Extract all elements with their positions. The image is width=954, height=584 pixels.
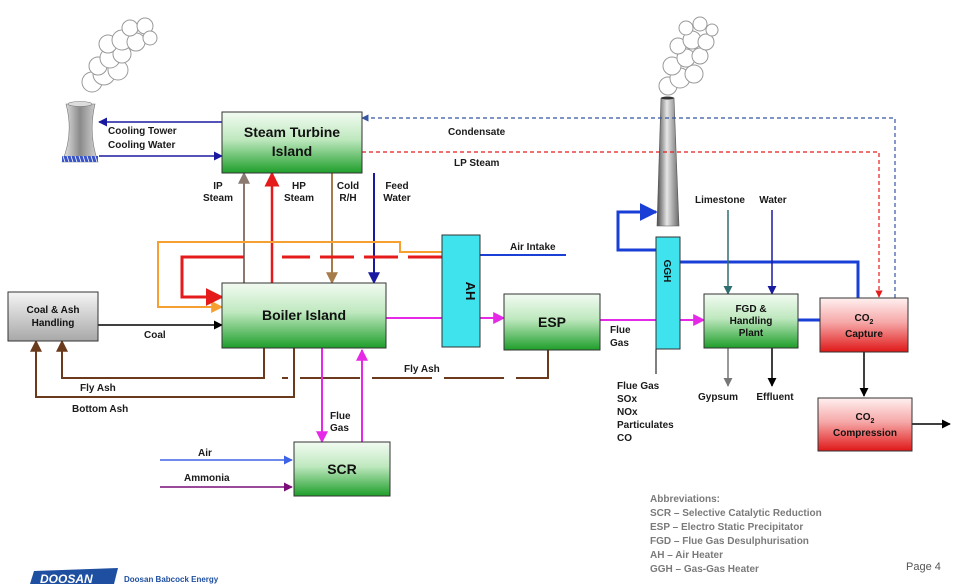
boiler-island-box[interactable]: Boiler Island	[222, 283, 386, 348]
hp-steam-label-1: HP	[292, 181, 306, 192]
esp-box[interactable]: ESP	[504, 294, 600, 350]
emissions-item: NOx	[617, 407, 638, 418]
fgd-label-2: Handling	[730, 316, 773, 327]
cooling-tower-steam-cloud-icon	[82, 18, 157, 92]
co2-compression-label: Compression	[833, 428, 897, 439]
lp-steam-flow-line	[362, 152, 879, 297]
emissions-item: Flue Gas	[617, 381, 660, 392]
steam-turbine-island-box[interactable]: Steam Turbine Island	[222, 112, 362, 173]
cold-rh-label-1: Cold	[337, 181, 359, 192]
fly-ash-right-label: Fly Ash	[404, 364, 440, 375]
bottom-ash-label: Bottom Ash	[72, 404, 128, 415]
co2-capture-label: Capture	[845, 329, 883, 340]
air-label: Air	[198, 448, 212, 459]
ip-steam-label-1: IP	[213, 181, 223, 192]
effluent-label: Effluent	[756, 392, 794, 403]
esp-label: ESP	[538, 314, 566, 330]
coal-ash-label-2: Handling	[32, 318, 75, 329]
abbreviations-title: Abbreviations:	[650, 494, 720, 505]
air-heater-box[interactable]: AH	[442, 235, 480, 347]
coal-label: Coal	[144, 330, 166, 341]
abbreviation-item: AH – Air Heater	[650, 550, 723, 561]
scr-flue-gas-label-1: Flue	[330, 411, 351, 422]
clean-gas-to-stack-line	[618, 212, 656, 250]
abbreviation-item: FGD – Flue Gas Desulphurisation	[650, 536, 809, 547]
coal-ash-label-1: Coal & Ash	[27, 305, 80, 316]
cooling-tower-label: Cooling Tower	[108, 126, 177, 137]
cooling-tower-icon	[62, 102, 98, 163]
fgd-label-1: FGD &	[735, 304, 766, 315]
fgd-handling-plant-box[interactable]: FGD & Handling Plant	[704, 294, 798, 348]
co2-compression-box[interactable]: CO2 Compression	[818, 398, 912, 451]
water-label: Water	[759, 195, 787, 206]
steam-turbine-label-1: Steam Turbine	[244, 124, 340, 140]
fgd-label-3: Plant	[739, 328, 764, 339]
ip-steam-label-2: Steam	[203, 193, 233, 204]
doosan-logo: DOOSAN Doosan Babcock Energy	[30, 568, 219, 584]
boiler-island-label: Boiler Island	[262, 307, 346, 323]
emissions-item: Particulates	[617, 420, 674, 431]
stack-steam-cloud-icon	[659, 17, 718, 95]
cooling-water-label: Cooling Water	[108, 140, 176, 151]
abbreviation-item: SCR – Selective Catalytic Reduction	[650, 508, 822, 519]
bottom-ash-flow-line	[36, 341, 294, 397]
emissions-item: SOx	[617, 394, 637, 405]
logo-wordmark: DOOSAN	[40, 572, 93, 584]
ggh-flue-gas-label-1: Flue	[610, 325, 631, 336]
condensate-label: Condensate	[448, 127, 506, 138]
co2-subscript: 2	[870, 319, 874, 326]
company-name: Doosan Babcock Energy	[124, 575, 219, 584]
abbreviation-item: GGH – Gas-Gas Heater	[650, 564, 759, 575]
abbreviations-legend: Abbreviations: SCR – Selective Catalytic…	[650, 494, 822, 575]
fly-ash-left-label: Fly Ash	[80, 383, 116, 394]
scr-flue-gas-label-2: Gas	[330, 423, 349, 434]
hp-steam-label-2: Steam	[284, 193, 314, 204]
feed-water-label-1: Feed	[385, 181, 408, 192]
ggh-label: GGH	[661, 260, 672, 283]
page-number: Page 4	[906, 561, 941, 573]
scr-box[interactable]: SCR	[294, 442, 390, 496]
chimney-stack-icon	[657, 97, 679, 227]
lp-steam-label: LP Steam	[454, 158, 499, 169]
co2-subscript: 2	[871, 418, 875, 425]
co2-capture-box[interactable]: CO2 Capture	[820, 298, 908, 352]
ggh-box[interactable]: GGH	[656, 237, 680, 349]
abbreviation-item: ESP – Electro Static Precipitator	[650, 522, 803, 533]
clean-gas-return-line	[680, 262, 858, 298]
coal-ash-handling-box[interactable]: Coal & Ash Handling	[8, 292, 98, 341]
feed-water-label-2: Water	[383, 193, 411, 204]
cold-rh-label-2: R/H	[339, 193, 356, 204]
emissions-list: Flue Gas SOx NOx Particulates CO	[617, 381, 674, 444]
limestone-label: Limestone	[695, 195, 745, 206]
scr-label: SCR	[327, 461, 357, 477]
air-intake-label: Air Intake	[510, 242, 556, 253]
steam-turbine-label-2: Island	[272, 143, 312, 159]
gypsum-label: Gypsum	[698, 392, 738, 403]
air-heater-label: AH	[463, 282, 478, 301]
ammonia-label: Ammonia	[184, 473, 230, 484]
emissions-item: CO	[617, 433, 632, 444]
ggh-flue-gas-label-2: Gas	[610, 338, 629, 349]
